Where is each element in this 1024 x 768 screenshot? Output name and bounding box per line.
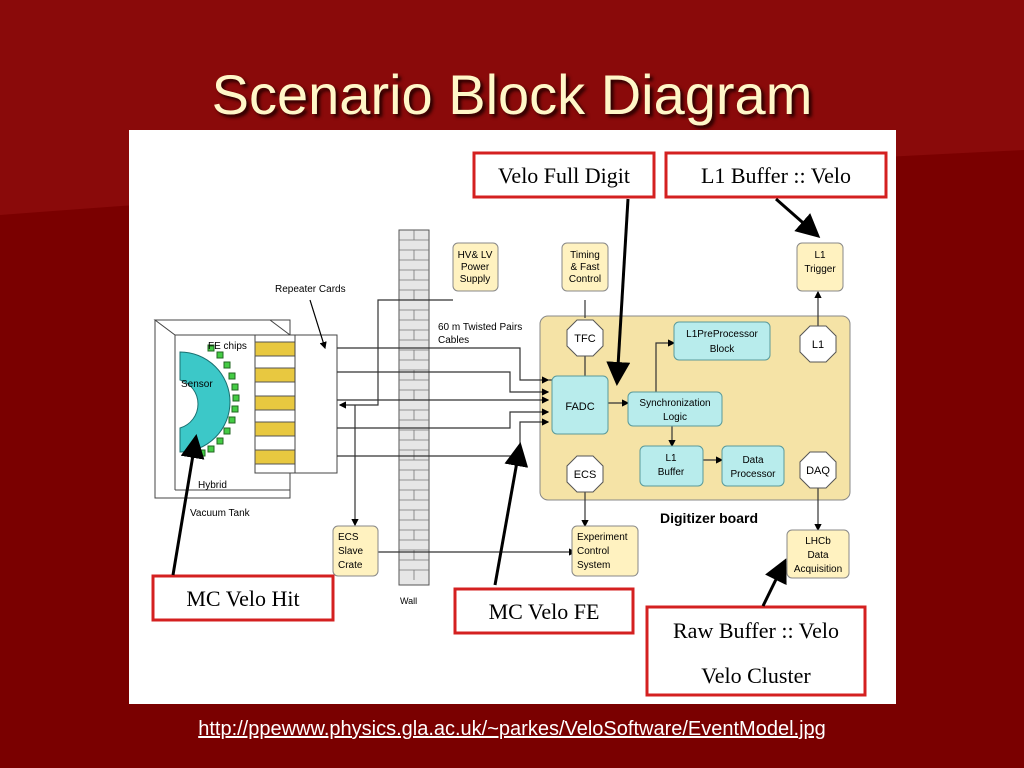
- lhcb-line2: Data: [807, 550, 829, 561]
- experiment-control-box: [571, 525, 639, 577]
- callout-l1-buffer-velo: [664, 151, 888, 199]
- diagram-panel: HV& LV Power Supply Timing & Fast Contro…: [129, 130, 896, 704]
- hv-lv-line3: Supply: [460, 274, 491, 285]
- source-link[interactable]: http://ppewww.physics.gla.ac.uk/~parkes/…: [198, 718, 826, 740]
- tfc-label: TFC: [574, 333, 595, 345]
- l1preprocessor-box: [673, 321, 771, 361]
- sync-line1: Synchronization: [639, 398, 710, 409]
- ecs-slave-line2: Slave: [338, 546, 363, 557]
- block-diagram: HV& LV Power Supply Timing & Fast Contro…: [151, 151, 888, 697]
- timing-line2: & Fast: [571, 262, 600, 273]
- l1trig-line2: Trigger: [804, 264, 836, 275]
- callout-mc-velo-fe: [453, 587, 635, 635]
- callout-l1-buffer-velo-text: L1 Buffer :: Velo: [701, 163, 851, 188]
- timing-fast-control-box: [561, 242, 609, 292]
- digitizer-board-label: Digitizer board: [660, 510, 758, 526]
- ecs-slave-line1: ECS: [338, 532, 359, 543]
- tfc-octagon: [566, 319, 604, 357]
- datap-line1: Data: [742, 455, 764, 466]
- fe-chips: [198, 344, 240, 457]
- sensor-shape: [179, 351, 231, 453]
- repeater-cards-label: Repeater Cards: [275, 284, 346, 295]
- ecs-label: ECS: [574, 469, 597, 481]
- lhcb-line3: Acquisition: [794, 564, 842, 575]
- l1-buffer-box: [639, 445, 704, 487]
- vacuum-tank-label: Vacuum Tank: [190, 508, 251, 519]
- hv-lv-line1: HV& LV: [458, 250, 493, 261]
- callout-velo-full-digit-text: Velo Full Digit: [498, 163, 630, 188]
- twisted-pairs-line1: 60 m Twisted Pairs: [438, 322, 522, 333]
- twisted-pairs-line2: Cables: [438, 335, 469, 346]
- callout-velo-full-digit: [472, 151, 656, 199]
- timing-line1: Timing: [570, 250, 600, 261]
- callout-mc-velo-fe-text: MC Velo FE: [489, 599, 600, 624]
- l1-label: L1: [812, 339, 824, 351]
- ecs-octagon: [566, 455, 604, 493]
- ecs-slave-line3: Crate: [338, 560, 363, 571]
- l1buf-line1: L1: [665, 453, 677, 464]
- daq-label: DAQ: [806, 465, 830, 477]
- sync-line2: Logic: [663, 412, 687, 423]
- fadc-box: [551, 375, 609, 435]
- repeater-pointer: [309, 299, 327, 350]
- hv-lv-line2: Power: [461, 262, 490, 273]
- fe-chips-label: FE chips: [208, 341, 247, 352]
- vacuum-tank: [153, 319, 292, 499]
- callout-raw-buffer-velo: [645, 605, 867, 697]
- hybrid-label: Hybrid: [198, 480, 227, 491]
- callout-mc-velo-hit-text: MC Velo Hit: [186, 586, 299, 611]
- l1-trigger-box: [796, 242, 844, 292]
- slide-title: Scenario Block Diagram: [211, 63, 813, 126]
- exp-line2: Control: [577, 546, 609, 557]
- lhcb-line1: LHCb: [805, 536, 831, 547]
- brick-wall: [398, 229, 430, 586]
- data-processor-box: [721, 445, 785, 487]
- timing-line3: Control: [569, 274, 601, 285]
- exp-line3: System: [577, 560, 610, 571]
- repeater-cards: [254, 334, 338, 474]
- l1-octagon: [799, 325, 837, 363]
- callout-arrows: [171, 197, 821, 607]
- l1pre-line1: L1PreProcessor: [686, 329, 758, 340]
- wall-label: Wall: [400, 596, 417, 606]
- ecs-slave-crate-box: [332, 525, 379, 577]
- lhcb-daq-box: [786, 529, 850, 579]
- l1trig-line1: L1: [814, 250, 826, 261]
- l1pre-line2: Block: [710, 344, 735, 355]
- sensor-label: Sensor: [181, 379, 213, 390]
- daq-octagon: [799, 451, 837, 489]
- hv-lv-power-supply-box: [452, 242, 499, 292]
- fadc-label: FADC: [565, 401, 594, 413]
- cables: [337, 290, 822, 556]
- l1buf-line2: Buffer: [658, 467, 685, 478]
- callout-mc-velo-hit: [151, 574, 335, 622]
- exp-line1: Experiment: [577, 532, 628, 543]
- sync-logic-box: [627, 391, 723, 427]
- callout-raw-buffer-velo-text: Raw Buffer :: Velo: [673, 618, 839, 643]
- datap-line2: Processor: [730, 469, 776, 480]
- callout-velo-cluster-text: Velo Cluster: [701, 663, 811, 688]
